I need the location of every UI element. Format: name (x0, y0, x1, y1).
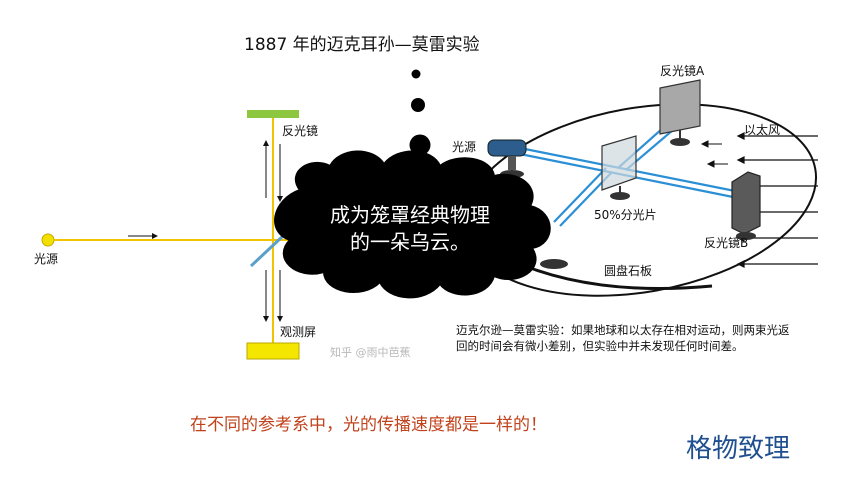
beam-splitter-glass (601, 135, 637, 200)
left-observation-screen (246, 342, 300, 360)
right-source-device (487, 139, 527, 178)
cloud-text-line-2: 的一朵乌云。 (350, 230, 470, 254)
splitter-label: 50%分光片 (594, 208, 657, 222)
left-source-label: 光源 (34, 252, 59, 266)
right-source-label: 光源 (452, 140, 477, 154)
mirror-b (731, 171, 761, 240)
plate-label: 圆盘石板 (604, 264, 653, 278)
mirror-a-label: 反光镜A (660, 64, 705, 78)
cloud-text-line-1: 成为笼罩经典物理 (330, 203, 490, 227)
detector-base (540, 259, 568, 269)
left-mirror-label: 反光镜 (282, 124, 319, 138)
thought-dot-medium (411, 98, 425, 112)
mirror-a (659, 79, 701, 146)
plate-wind-arrows (700, 140, 728, 168)
left-source-dot (41, 233, 55, 247)
slide-title: 1887 年的迈克耳孙—莫雷实验 (244, 35, 480, 55)
left-arrow-lower-2-head (277, 316, 283, 322)
thought-dot-small (411, 69, 421, 79)
ether-wind-label: 以太风 (744, 123, 781, 137)
experiment-description: 迈克尔逊—莫雷实验：如果地球和以太存在相对运动，则两束光返回的时间会有微小差别，… (456, 323, 790, 353)
mirror-b-label: 反光镜B (704, 236, 749, 250)
left-beam-arrowhead (152, 233, 158, 239)
caption: 在不同的参考系中，光的传播速度都是一样的！ (190, 415, 547, 435)
left-interferometer (41, 110, 300, 360)
dark-cloud (274, 150, 551, 299)
brand-logo-text: 格物致理 (686, 434, 791, 464)
left-beam-splitter (249, 234, 285, 268)
left-arrow-down-head (277, 196, 283, 202)
thought-dot-large (409, 134, 431, 156)
watermark: 知乎 @雨中芭蕉 (330, 346, 411, 359)
left-screen-label: 观测屏 (280, 325, 317, 339)
left-arrow-up-head (263, 140, 269, 146)
left-arrow-lower-1-head (263, 316, 269, 322)
cloud-text: 成为笼罩经典物理 的一朵乌云。 (290, 202, 530, 256)
left-top-mirror (247, 110, 299, 118)
